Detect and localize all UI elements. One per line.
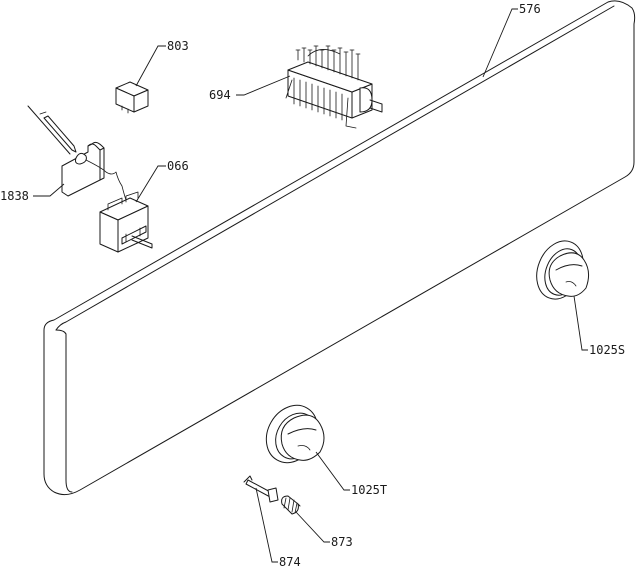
knob-right	[536, 240, 590, 300]
sensor	[27, 105, 127, 201]
thermostat	[99, 191, 153, 253]
shaft	[243, 475, 279, 503]
callout-066: 066	[135, 159, 189, 203]
callout-1838: 1838	[0, 183, 65, 203]
callout-874: 874	[255, 487, 301, 569]
callout-576: 576	[482, 2, 541, 78]
label-576: 576	[519, 2, 541, 16]
label-873: 873	[331, 535, 353, 549]
label-1838: 1838	[0, 189, 29, 203]
callout-1025S: 1025S	[573, 295, 625, 357]
spring	[281, 495, 301, 515]
label-1025S: 1025S	[589, 343, 625, 357]
control-panel	[43, 0, 636, 496]
relay	[115, 81, 149, 114]
knob-front	[265, 404, 325, 464]
callout-873: 873	[295, 511, 353, 549]
label-694: 694	[209, 88, 231, 102]
switch-block	[285, 45, 383, 129]
label-1025T: 1025T	[351, 483, 387, 497]
label-874: 874	[279, 555, 301, 569]
callout-694: 694	[209, 75, 291, 102]
callout-1025T: 1025T	[315, 451, 387, 497]
label-803: 803	[167, 39, 189, 53]
callout-803: 803	[135, 39, 189, 87]
label-066: 066	[167, 159, 189, 173]
